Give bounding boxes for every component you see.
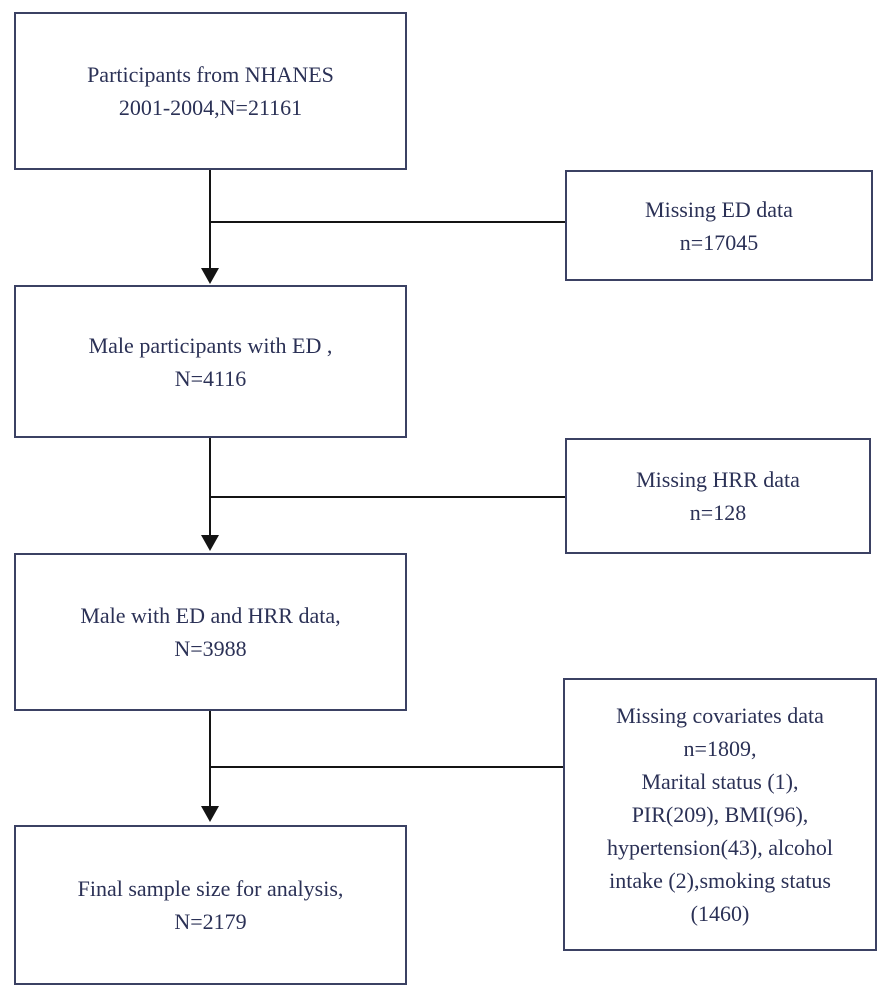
arrowhead-down-1-icon [201, 268, 219, 284]
exclusion-box-missing-covariates: Missing covariates data n=1809, Marital … [563, 678, 877, 951]
exclusion-box-missing-ed: Missing ED data n=17045 [565, 170, 873, 281]
flow-box-final-sample: Final sample size for analysis, N=2179 [14, 825, 407, 985]
connector-vertical-3 [209, 711, 211, 808]
exclusion-box-missing-hrr: Missing HRR data n=128 [565, 438, 871, 554]
connector-branch-2 [210, 496, 565, 498]
connector-branch-1 [210, 221, 565, 223]
flow-box-male-participants-ed: Male participants with ED , N=4116 [14, 285, 407, 438]
connector-vertical-1 [209, 170, 211, 270]
connector-branch-3 [210, 766, 563, 768]
flow-box-participants: Participants from NHANES 2001-2004,N=211… [14, 12, 407, 170]
arrowhead-down-2-icon [201, 535, 219, 551]
connector-vertical-2 [209, 438, 211, 537]
flow-box-male-ed-hrr: Male with ED and HRR data, N=3988 [14, 553, 407, 711]
arrowhead-down-3-icon [201, 806, 219, 822]
